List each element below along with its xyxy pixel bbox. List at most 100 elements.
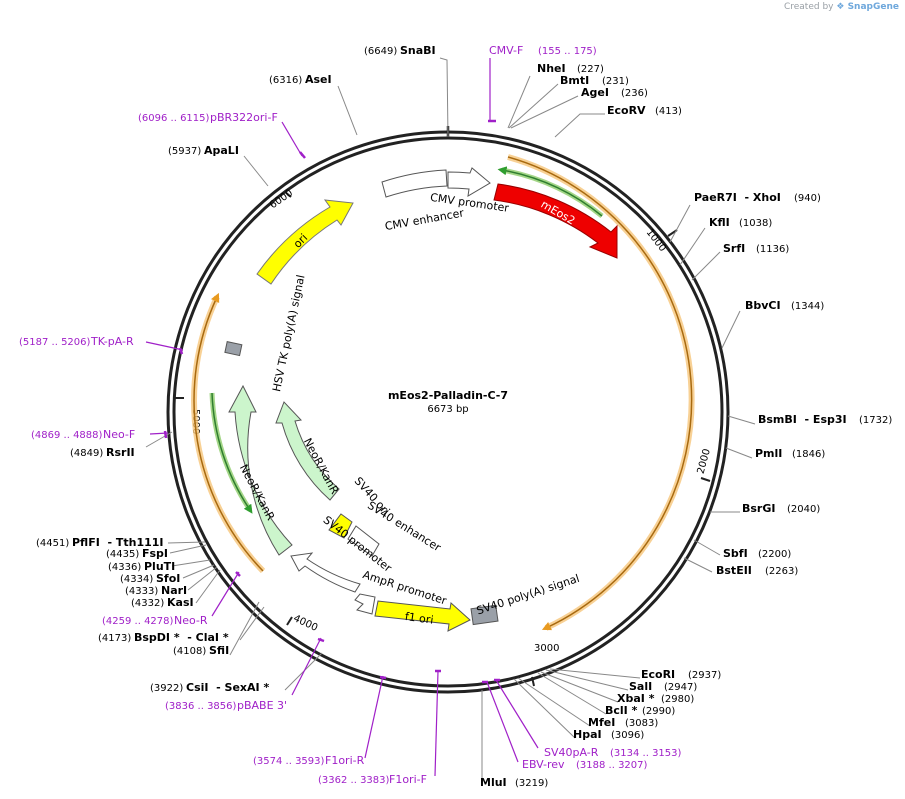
f1-ori-feature [374,600,471,632]
primer-leaders [145,58,539,777]
credit-brand: SnapGene [847,2,899,12]
primer-name-f1ori-f: F1ori-F [389,773,427,786]
site-pos-pmli: (1846) [792,449,825,460]
primer-range-pbr322ori-f: (6096 .. 6115) [138,113,210,124]
site-name-bbvci: BbvCI [745,299,781,312]
site-pos-xbai: (2980) [661,694,694,705]
site-pos-bbvci: (1344) [791,301,824,312]
site-name-ecorv: EcoRV [607,104,646,117]
sv40-enhancer-feature [347,525,380,557]
orf-arcs [191,154,695,631]
site-pos-hpai: (3096) [611,730,644,741]
snapgene-credit: Created by ❖ SnapGene [784,2,899,12]
site-name-srfi: SrfI [723,242,745,255]
site-name-bsmbi-esp3i: BsmBI - Esp3I [758,413,847,426]
site-pos-sfoi: (4334) [120,574,153,585]
site-pos-bspdi-clai: (4173) [98,633,131,644]
feature-label-neor-kanr-1: NeoR/KanR [237,462,277,523]
primer-name-cmv-f: CMV-F [489,44,523,57]
tick-label-2000: 2000 [696,448,713,475]
sv40-ori-feature [328,513,353,539]
site-pos-pflfi-tth111i: (4451) [36,538,69,549]
site-name-nari: NarI [161,584,187,597]
site-pos-mlui: (3219) [515,778,548,789]
site-name-kasi: KasI [167,596,194,609]
credit-prefix: Created by [783,2,834,12]
site-pos-fspi: (4435) [106,549,139,560]
site-pos-asei: (6316) [269,75,302,86]
sv40-polya-feature [470,604,499,626]
feature-label-sv40-polya: SV40 poly(A) signal [475,572,581,618]
feature-label-sv40-promoter: SV40 promoter [321,513,395,575]
site-name-bsrgi: BsrGI [742,502,775,515]
site-pos-sbfi: (2200) [758,549,791,560]
sv40-promoter-feature [290,552,361,593]
site-name-mlui: MluI [480,776,507,789]
site-pos-bsrgi: (2040) [787,504,820,515]
tick-label-3000: 3000 [534,643,559,654]
primer-name-neo-r: Neo-R [174,614,208,627]
site-pos-rsrii: (4849) [70,448,103,459]
primer-range-cmv-f: (155 .. 175) [538,46,597,57]
primer-name-pbr322ori-f: pBR322ori-F [210,111,278,124]
tick-label-4000: 4000 [292,613,320,634]
tick-label-1000: 1000 [644,227,668,254]
site-pos-snabi: (6649) [364,46,397,57]
site-pos-kfli: (1038) [739,218,772,229]
site-name-sfoi: SfoI [156,572,180,585]
site-name-snabi: SnaBI [400,44,436,57]
site-pos-mfei: (3083) [625,718,658,729]
site-pos-paer7i-xhoi: (940) [794,193,821,204]
feature-label-hsv-tk: HSV TK poly(A) signal [270,274,307,393]
site-pos-nari: (4333) [125,586,158,597]
feature-label-f1-ori: f1 ori [404,610,434,627]
site-pos-bsmbi-esp3i: (1732) [859,415,892,426]
site-pos-apali: (5937) [168,146,201,157]
site-name-rsrii: RsrII [106,446,135,459]
site-name-asei: AseI [305,73,332,86]
site-pos-agei: (236) [621,88,648,99]
neor-kanr-inner-feature [275,401,340,501]
plasmid-name: mEos2-Palladin-C-7 [388,389,508,402]
site-pos-csii-sexai: (3922) [150,683,183,694]
site-pos-bsteii: (2263) [765,566,798,577]
primer-range-neo-r: (4259 .. 4278) [102,616,174,627]
site-name-xbai: XbaI * [617,692,655,705]
site-name-paer7i-xhoi: PaeR7I - XhoI [694,191,781,204]
primer-name-pbabe3: pBABE 3' [237,699,287,712]
site-name-bcli: BclI * [605,704,638,717]
primer-range-f1ori-f: (3362 .. 3383) [318,775,390,786]
site-pos-ecorv: (413) [655,106,682,117]
site-pos-sali: (2947) [664,682,697,693]
cmv-enhancer-feature [381,169,448,198]
primer-range-sv40pa-r: (3134 .. 3153) [610,748,682,759]
meos2-feature [493,183,618,259]
site-name-kfli: KflI [709,216,730,229]
primer-range-neo-f: (4869 .. 4888) [31,430,103,441]
tick-label-6000: 6000 [268,188,295,212]
neor-kanr-outer-feature [228,384,293,556]
primer-range-tk-pa-r: (5187 .. 5206) [19,337,91,348]
site-name-sfii: SfiI [209,644,229,657]
primer-name-tk-pa-r: TK-pA-R [90,335,134,348]
ampr-promoter-feature [354,593,376,615]
site-name-csii-sexai: CsiI - SexAI * [186,681,269,694]
site-name-bspdi-clai: BspDI * - ClaI * [134,631,229,644]
site-name-mfei: MfeI [588,716,615,729]
site-name-hpai: HpaI [573,728,602,741]
hsv-tk-polya-feature [224,341,243,357]
snapgene-logo: ❖ SnapGene [836,2,899,12]
primer-range-ebv-rev: (3188 .. 3207) [576,760,648,771]
site-name-pmli: PmlI [755,447,782,460]
site-pos-kasi: (4332) [131,598,164,609]
ori-feature [256,199,354,285]
primer-name-f1ori-r: F1ori-R [325,754,365,767]
primer-name-neo-f: Neo-F [103,428,135,441]
site-pos-bmti: (231) [602,76,629,87]
site-leaders [145,57,756,783]
site-name-fspi: FspI [142,547,168,560]
site-name-agei: AgeI [581,86,609,99]
site-pos-bcli: (2990) [642,706,675,717]
site-name-pluti: PluTI [144,560,175,573]
